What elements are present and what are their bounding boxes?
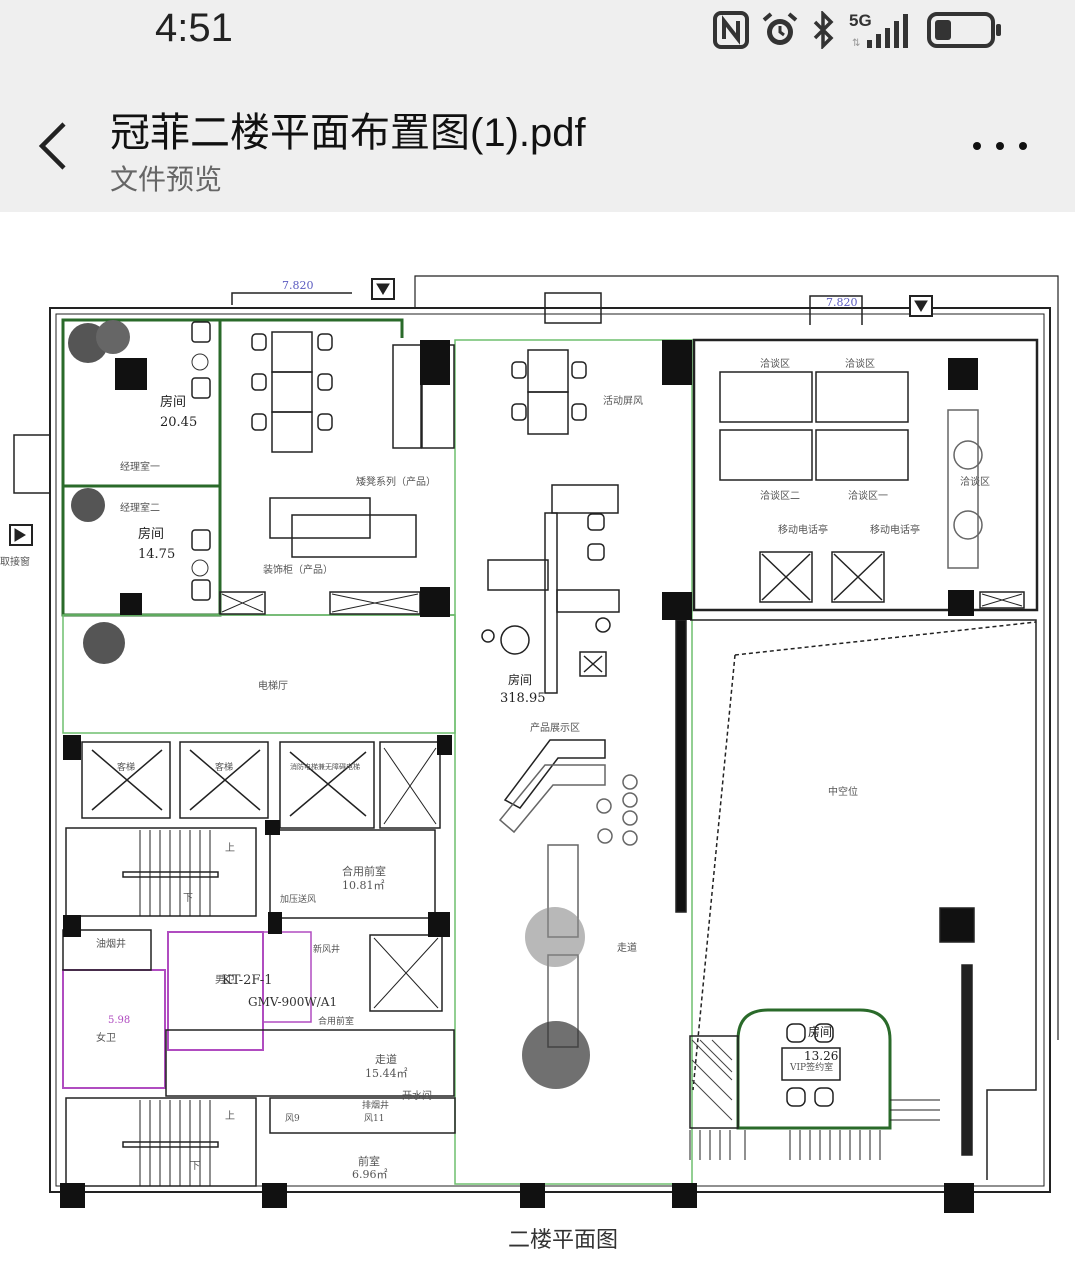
corridor-main-label: 走道	[617, 943, 637, 954]
front-room-name: 前室	[358, 1155, 380, 1168]
svg-text:5G: 5G	[849, 11, 872, 30]
mobile-booth-label-2: 移动电话亭	[870, 525, 920, 536]
pdf-viewer[interactable]: 7.820 7.820 房间 20.45 经理室一 经理室二 房间 14.75 …	[0, 212, 1075, 1280]
elevation-label-1: 7.820	[282, 279, 314, 292]
stairs-up-label-1: 上	[225, 843, 235, 854]
front-room-area: 6.96㎡	[352, 1168, 388, 1181]
ac-tag-1: KT-2F-1	[222, 973, 273, 988]
shared-lobby-small-label: 合用前室	[318, 1017, 355, 1027]
status-bar: 4:51 5G ⇅	[0, 0, 1075, 70]
floor-plan-drawing	[9, 275, 1059, 1213]
fan-11-label: 风11	[364, 1114, 385, 1124]
drawing-caption: 二楼平面图	[508, 1228, 619, 1253]
manager-room-2-name: 经理室二	[120, 503, 160, 514]
corridor-2-name: 走道	[375, 1053, 397, 1066]
manager-room-2-label: 房间	[138, 527, 165, 542]
negotiation-area-1-label: 洽谈区	[760, 359, 790, 370]
negotiation-area-2-label: 洽谈区一	[848, 491, 888, 502]
fan-9-label: 风9	[285, 1114, 300, 1124]
vip-room-name: VIP签约室	[790, 1063, 834, 1073]
alarm-icon	[762, 12, 798, 45]
main-hall-area: 318.95	[500, 691, 546, 706]
stairs-down-label-1: 下	[183, 893, 193, 904]
shared-lobby-name: 合用前室	[342, 865, 386, 878]
smoke-exhaust-label: 排烟井	[362, 1101, 390, 1111]
file-subtitle: 文件预览	[110, 163, 223, 196]
nfc-icon	[713, 11, 749, 49]
pressurized-shaft-label: 加压送风	[280, 895, 317, 905]
void-area-label: 中空位	[828, 787, 858, 798]
womens-wc-area: 5.98	[108, 1015, 131, 1026]
negotiation-right-label: 洽谈区	[960, 477, 990, 488]
passenger-elevator-1-label: 客梯	[117, 763, 136, 773]
more-horizontal-icon	[973, 142, 981, 150]
status-icons: 5G ⇅	[713, 10, 1003, 50]
stairs-down-label-2: 下	[190, 1161, 200, 1172]
main-hall-label: 房间	[508, 673, 533, 687]
vip-room-label: 房间	[808, 1025, 833, 1039]
mobile-booth-label-1: 移动电话亭	[778, 525, 828, 536]
elevation-label-2: 7.820	[826, 296, 858, 309]
svg-text:⇅: ⇅	[852, 38, 860, 49]
stairs-up-label-2: 上	[225, 1111, 235, 1122]
clock: 4:51	[155, 6, 233, 50]
more-dot	[996, 142, 1004, 150]
app-header: 冠菲二楼平面布置图(1).pdf 文件预览	[0, 70, 1075, 212]
shared-lobby-area: 10.81㎡	[342, 879, 385, 892]
product-series-label: 矮凳系列（产品）	[356, 477, 436, 488]
5g-signal-icon: 5G ⇅	[849, 11, 908, 49]
vip-room-area: 13.26	[804, 1049, 839, 1063]
reception-window-label: 取接窗	[0, 557, 30, 568]
passenger-elevator-2-label: 客梯	[215, 763, 234, 773]
bluetooth-icon	[813, 11, 834, 49]
corridor-2-area: 15.44㎡	[365, 1067, 408, 1080]
fresh-air-shaft-label: 新风井	[313, 945, 341, 955]
back-button[interactable]	[26, 116, 82, 176]
product-display-label: 产品展示区	[530, 723, 580, 734]
elevator-hall-label: 电梯厅	[258, 681, 288, 692]
more-dot	[1019, 142, 1027, 150]
movable-screen-label: 活动屏风	[603, 396, 643, 407]
battery-icon	[927, 12, 1001, 48]
ac-tag-2: GMV-900W/A1	[248, 995, 338, 1009]
fire-elevator-label: 消防电梯兼无障碍电梯	[290, 763, 360, 771]
file-title: 冠菲二楼平面布置图(1).pdf	[110, 111, 586, 155]
smoke-shaft-label: 油烟井	[96, 939, 126, 950]
manager-room-1-area: 20.45	[160, 415, 198, 430]
chevron-left-icon	[38, 122, 66, 170]
more-options-button[interactable]	[965, 128, 1035, 164]
decor-cabinet-label: 装饰柜（产品）	[263, 565, 333, 576]
manager-room-1-label: 房间	[160, 395, 187, 410]
negotiation-area-1b-label: 洽谈区	[845, 359, 875, 370]
mens-wc-label: 男卫	[215, 975, 235, 986]
manager-room-1-name: 经理室一	[120, 462, 160, 473]
manager-room-2-area: 14.75	[138, 547, 176, 562]
water-room-label: 开水间	[402, 1091, 432, 1102]
womens-wc-label: 女卫	[96, 1033, 116, 1044]
negotiation-area-3-label: 洽谈区二	[760, 491, 800, 502]
